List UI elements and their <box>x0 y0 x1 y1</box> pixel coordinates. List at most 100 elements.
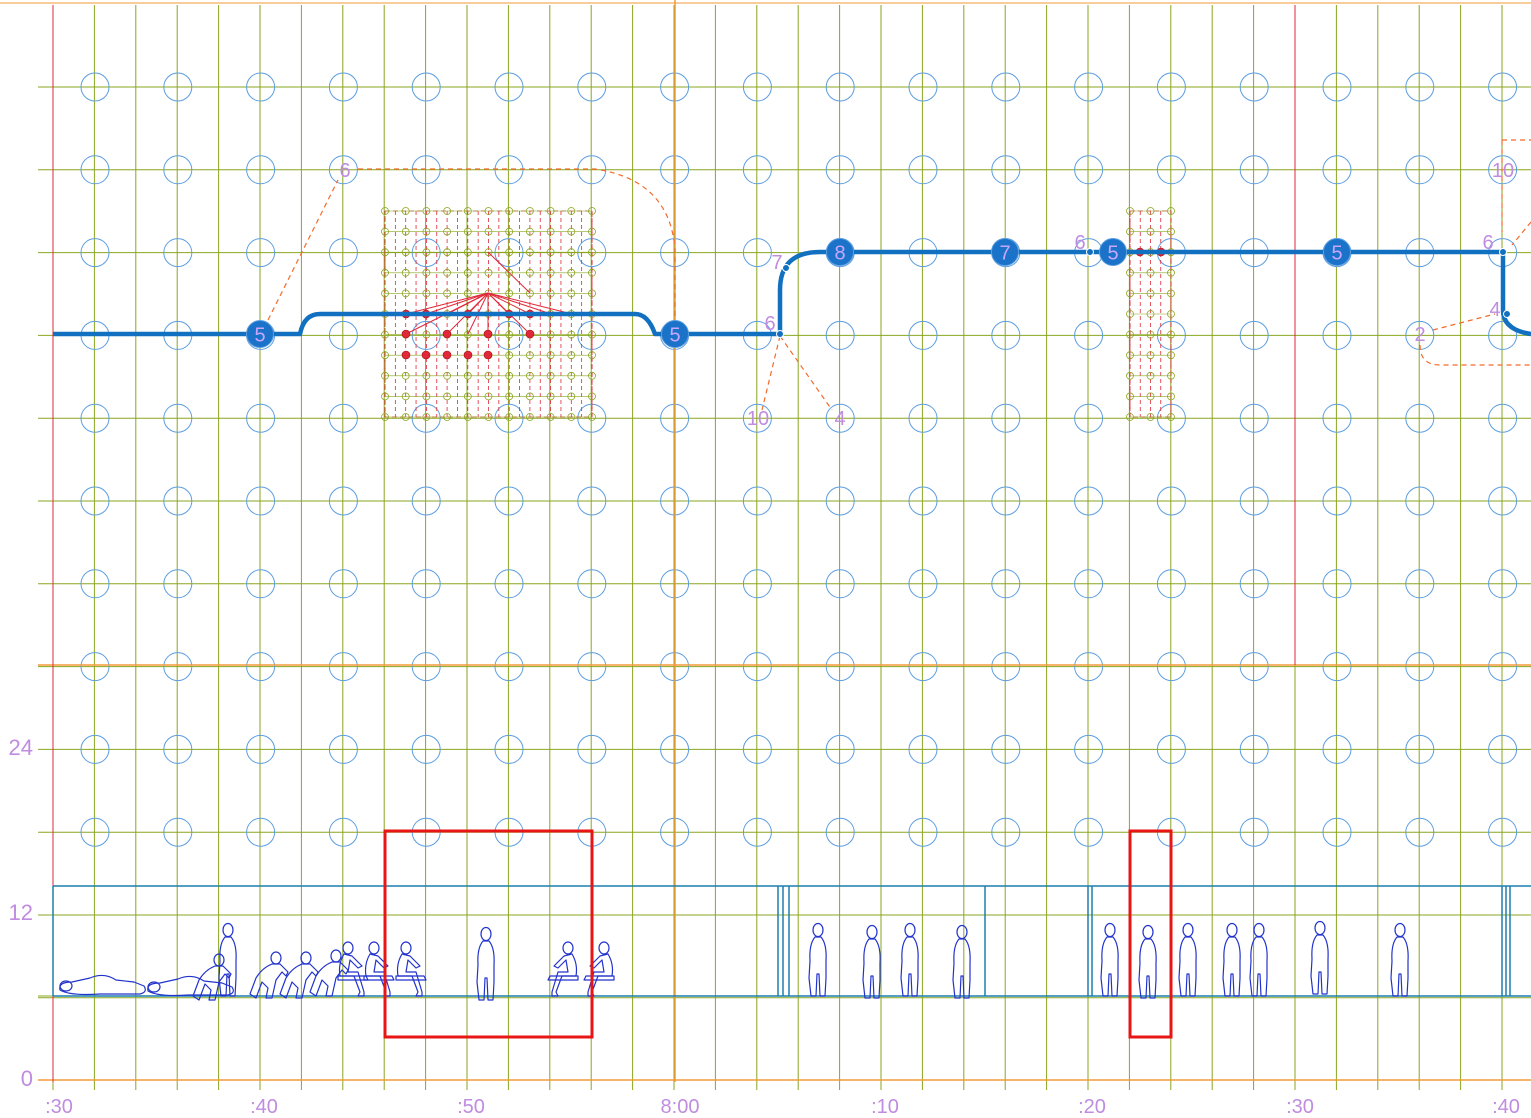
lattice-circle <box>991 569 1021 599</box>
detail-dot <box>526 248 534 257</box>
lattice-circle <box>1156 569 1186 599</box>
lattice-circle <box>80 652 110 682</box>
detail-dot <box>567 207 576 215</box>
detail-link <box>487 251 531 294</box>
person-figure <box>1178 922 1197 997</box>
person-figure <box>1249 922 1268 997</box>
lattice-circle <box>742 155 772 185</box>
lattice-circle <box>825 569 855 599</box>
lattice-circle <box>494 72 524 102</box>
lattice-circle <box>1156 734 1186 764</box>
person-figure <box>1100 922 1119 997</box>
lattice-circle <box>908 817 938 847</box>
body <box>862 938 881 999</box>
lattice-circle <box>1488 734 1518 764</box>
lattice-circle <box>328 817 358 847</box>
detail-dot <box>567 330 576 339</box>
detail-dot <box>484 413 493 421</box>
detail-dot <box>526 207 534 215</box>
head <box>400 941 412 955</box>
lattice-circle <box>80 403 110 433</box>
detail-dot <box>588 351 596 360</box>
person-figure-crouch <box>309 949 349 997</box>
lattice-circle <box>1488 72 1518 102</box>
lattice-circle <box>328 486 358 516</box>
body <box>218 936 237 997</box>
detail-dot <box>546 268 555 277</box>
detail-dot <box>381 413 389 421</box>
lattice-circle <box>825 486 855 516</box>
detail-dot <box>588 248 596 257</box>
lattice-circle <box>1239 320 1269 350</box>
detail-dot <box>381 268 389 277</box>
lattice-circle <box>825 734 855 764</box>
body <box>192 965 232 1001</box>
detail-dot <box>463 227 472 236</box>
lattice-circle <box>1322 320 1352 350</box>
circle-lattice <box>80 72 1518 847</box>
lattice-circle <box>742 486 772 516</box>
detail-dot <box>381 207 389 215</box>
head <box>342 941 354 955</box>
lattice-circle <box>577 72 607 102</box>
lattice-circle <box>577 652 607 682</box>
person-figure-crouch <box>192 953 232 1001</box>
seat <box>363 975 395 981</box>
lattice-circle <box>908 320 938 350</box>
detail-dot <box>422 289 431 298</box>
annotation-label: 10 <box>747 408 769 430</box>
head <box>368 941 380 955</box>
lattice-circle <box>246 403 276 433</box>
person-figure-lying <box>147 975 234 997</box>
detail-dot <box>463 392 472 401</box>
lattice-circle <box>908 734 938 764</box>
annotation-label: 6 <box>1482 232 1493 254</box>
detail-dot <box>567 289 576 298</box>
detail-dot <box>567 392 576 401</box>
x-axis-tick-label: :30 <box>45 1096 73 1118</box>
lattice-circle <box>1239 72 1269 102</box>
body <box>808 936 827 997</box>
detail-dot <box>1126 371 1134 380</box>
lattice-circle <box>163 486 193 516</box>
detail-dot <box>1146 413 1155 421</box>
lattice-circle <box>1488 652 1518 682</box>
lattice-circle <box>411 320 441 350</box>
annotation-label: 4 <box>1489 299 1500 321</box>
lattice-circle <box>80 155 110 185</box>
person-figure-sitting <box>583 941 615 997</box>
lattice-circle <box>1322 403 1352 433</box>
x-axis-tick-label: :30 <box>1286 1096 1314 1118</box>
lattice-circle <box>163 155 193 185</box>
lattice-circle <box>494 155 524 185</box>
route-node-circle <box>991 238 1019 266</box>
body <box>1178 936 1197 997</box>
lattice-circle <box>742 569 772 599</box>
detail-dot <box>1167 351 1175 360</box>
detail-link <box>487 292 573 315</box>
lattice-circle <box>1488 320 1518 350</box>
human-figures <box>59 920 1409 1001</box>
detail-dot <box>1167 268 1175 277</box>
body <box>59 974 146 996</box>
detail-dot <box>463 248 472 257</box>
annotation-label: 4 <box>834 408 845 430</box>
detail-dot <box>401 392 410 401</box>
person-figure <box>1310 920 1329 995</box>
detail-dot <box>422 392 431 401</box>
lattice-circle <box>163 403 193 433</box>
lattice-circle <box>411 72 441 102</box>
detail-dot <box>1126 289 1134 298</box>
lattice-circle <box>1405 817 1435 847</box>
lattice-circle <box>411 734 441 764</box>
person-figure <box>1138 924 1157 999</box>
detail-dot <box>401 207 410 215</box>
lattice-circle <box>328 652 358 682</box>
lattice-circle <box>411 403 441 433</box>
lattice-circle <box>80 569 110 599</box>
detail-dot <box>526 268 534 277</box>
lattice-circle <box>1239 734 1269 764</box>
lattice-circle <box>328 320 358 350</box>
detail-dot <box>401 413 410 421</box>
lattice-circle <box>411 569 441 599</box>
